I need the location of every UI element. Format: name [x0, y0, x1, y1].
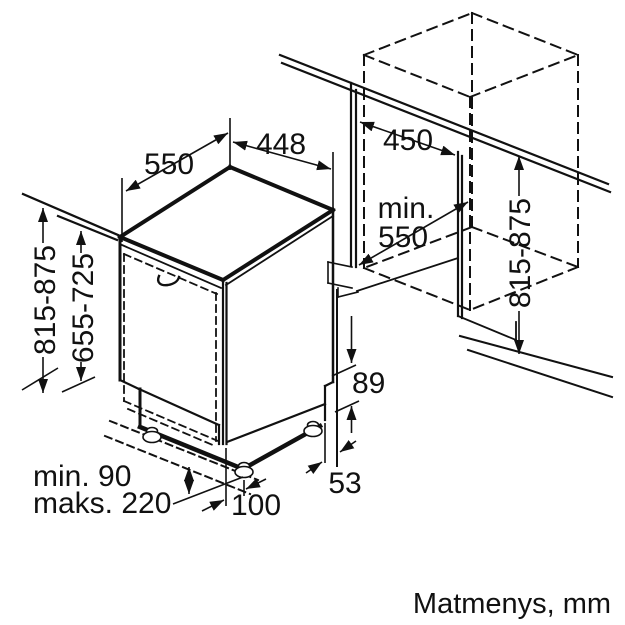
dim-label-base-step: 89 — [352, 367, 385, 400]
dimension-labels: 550 448 450 min. 550 815-875 655-725 815… — [29, 124, 611, 620]
appliance-scene — [21, 164, 336, 496]
niche-scene — [278, 11, 614, 467]
appliance-base — [103, 387, 324, 496]
appliance-top-face — [117, 164, 336, 283]
worktop-right — [278, 53, 612, 194]
dim-label-plinth-max: maks. 220 — [33, 487, 171, 520]
niche-dashed-box — [362, 11, 580, 312]
units-note: Matmenys, mm — [413, 588, 611, 620]
dimension-lines — [21, 118, 524, 512]
appliance-side-face — [224, 208, 335, 444]
door-handle — [156, 274, 181, 287]
worktop-left — [21, 192, 120, 242]
dim-label-top-depth: 550 — [144, 148, 194, 181]
niche-left-panel — [327, 81, 359, 467]
dim-label-side-gap: 53 — [328, 467, 361, 500]
niche-floor-edge — [355, 256, 460, 293]
dim-label-height-right: 815-875 — [504, 198, 537, 308]
dim-label-niche-width: 450 — [383, 124, 433, 157]
dim-label-plinth-min: min. 90 — [33, 460, 131, 493]
dim-label-foot-offset: 100 — [231, 489, 281, 522]
dim-label-niche-depth-prefix: min. — [378, 192, 435, 225]
dim-label-niche-depth-value: 550 — [378, 221, 428, 254]
floor-right — [458, 334, 614, 399]
dim-label-top-width: 448 — [256, 128, 306, 161]
dim-label-height-left: 815-875 — [29, 245, 62, 355]
dim-label-door-height: 655-725 — [67, 253, 100, 363]
appliance-feet — [142, 420, 323, 479]
appliance-door-face — [118, 235, 228, 448]
